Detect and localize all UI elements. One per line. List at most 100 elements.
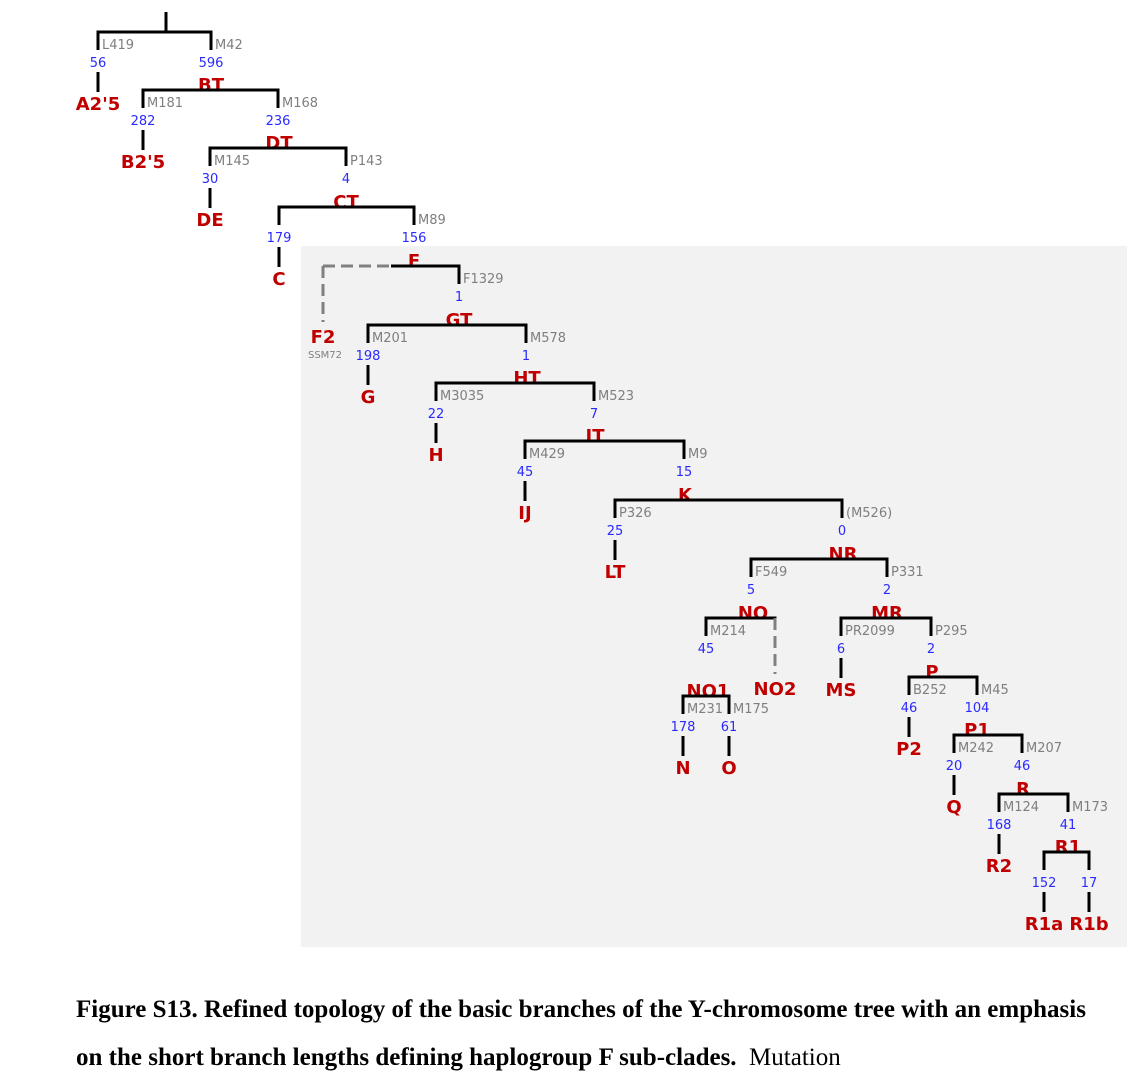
node-label: MR [871,603,903,624]
branch-length-count: 0 [838,524,846,539]
marker-label: M173 [1072,800,1108,815]
tip-label: R1b [1069,914,1108,935]
marker-label: P295 [935,624,968,639]
branch-length-count: 6 [837,642,845,657]
tip-label: G [361,387,376,408]
tip-label: O [721,758,736,779]
branch-length-count: 5 [747,583,755,598]
caption-bold: Figure S13. Refined topology of the basi… [76,996,1086,1071]
tip-label: LT [605,562,626,583]
caption-normal: Mutation [749,1044,841,1071]
tip-label: C [272,269,285,290]
branch-length-count: 152 [1032,876,1057,891]
node-label: F [408,251,420,272]
branch-length-count: 236 [266,114,291,129]
marker-label: M3035 [440,389,484,404]
node-label: P1 [964,720,990,741]
node-label: NO1 [687,681,730,702]
node-label: BT [198,75,225,96]
branch-length-count: 46 [1014,759,1031,774]
branch-length-count: 198 [356,349,381,364]
branch-length-count: 17 [1081,876,1098,891]
branch-length-count: 41 [1060,818,1077,833]
marker-label: M175 [733,702,769,717]
branch-length-count: 178 [671,720,696,735]
branch-length-count: 46 [901,701,918,716]
tip-label: F2 [311,327,336,348]
branch-length-count: 15 [676,465,693,480]
branch-length-count: 1 [455,290,463,305]
tip-label: R1a [1025,914,1064,935]
branch-length-count: 45 [698,642,715,657]
marker-label: M214 [710,624,746,639]
node-label: CT [333,192,359,213]
node-label: R1 [1055,837,1081,858]
tip-label: R2 [986,856,1012,877]
marker-label: M242 [958,741,994,756]
marker-label: F549 [755,565,787,580]
node-label: K [678,485,693,506]
branch-length-count: 168 [987,818,1012,833]
marker-label: M89 [418,213,446,228]
tip-label: N [675,758,690,779]
tip-label: P2 [896,739,922,760]
marker-label: (M526) [846,506,892,521]
haplogroup-f-highlight-box [301,246,1127,947]
branch-length-count: 2 [927,642,935,657]
tip-label: DE [196,210,223,231]
branch-length-count: 45 [517,465,534,480]
node-label: HT [513,368,541,389]
tip-label: A2'5 [76,94,121,115]
marker-label: M168 [282,96,318,111]
branch-length-count: 4 [342,172,350,187]
branch-length-count: 1 [522,349,530,364]
branch-length-count: 156 [402,231,427,246]
tip-label: H [428,445,443,466]
node-label: DT [265,133,293,154]
tip-label: MS [826,680,857,701]
branch-length-count: 596 [199,56,224,71]
tip-label: B2'5 [121,152,165,173]
marker-label: F1329 [463,272,504,287]
marker-label: P143 [350,154,383,169]
marker-label: M429 [529,447,565,462]
node-label: R [1016,779,1030,800]
branch-length-count: 25 [607,524,624,539]
marker-label: M145 [214,154,250,169]
node-label: NO [738,603,768,624]
node-label: P [925,662,938,683]
y-chromosome-tree: L41956A2'5M42596BTM181282B2'5M168236DTM1… [76,12,1127,947]
marker-label: P331 [891,565,924,580]
marker-label: B252 [913,683,947,698]
marker-label: M207 [1026,741,1062,756]
tip-label: NO2 [754,679,797,700]
branch-length-count: 30 [202,172,219,187]
node-label: GT [446,310,473,331]
branch-length-count: 61 [721,720,738,735]
marker-label: SSM72 [308,350,342,361]
marker-label: M231 [687,702,723,717]
marker-label: M45 [981,683,1009,698]
branch-length-count: 2 [883,583,891,598]
branch-length-count: 20 [946,759,963,774]
tip-label: IJ [518,503,531,524]
marker-label: M124 [1003,800,1039,815]
marker-label: M201 [372,331,408,346]
branch-length-count: 282 [131,114,156,129]
marker-label: P326 [619,506,652,521]
marker-label: M578 [530,331,566,346]
figure-caption: Figure S13. Refined topology of the basi… [76,986,1116,1082]
branch-length-count: 7 [590,407,598,422]
marker-label: M181 [147,96,183,111]
branch-length-count: 56 [90,56,107,71]
marker-label: M523 [598,389,634,404]
marker-label: M42 [215,38,243,53]
branch-length-count: 179 [267,231,292,246]
node-label: NR [829,544,858,565]
marker-label: PR2099 [845,624,895,639]
marker-label: L419 [102,38,134,53]
branch-length-count: 22 [428,407,445,422]
tip-label: Q [946,797,961,818]
marker-label: M9 [688,447,708,462]
branch-length-count: 104 [965,701,990,716]
